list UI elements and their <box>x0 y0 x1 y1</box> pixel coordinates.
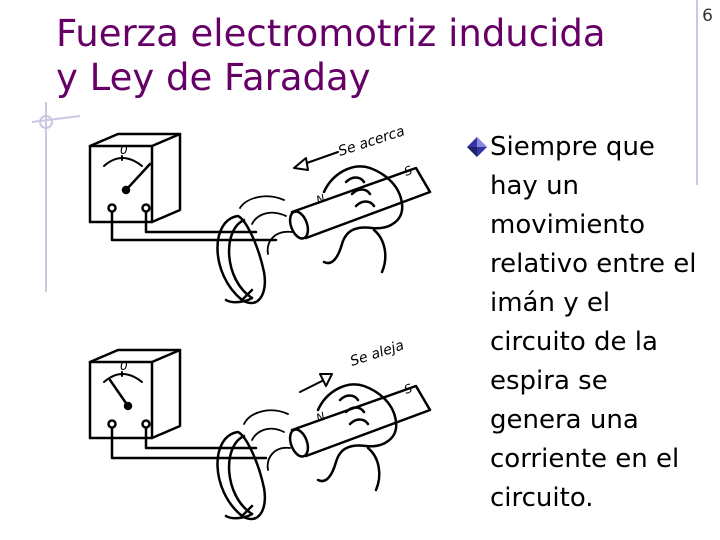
slide-title: Fuerza electromotriz inducida y Ley de F… <box>56 12 676 100</box>
caption-se-acerca: Se acerca <box>336 123 406 160</box>
bullet-line: circuito de la <box>490 323 716 362</box>
bullet-line: genera una <box>490 401 716 440</box>
bullet-text: Siempre que hay un movimiento relativo e… <box>490 128 716 518</box>
bullet-line: Siempre que <box>490 128 716 167</box>
title-line-1: Fuerza electromotriz inducida <box>56 12 676 56</box>
bullet-line: movimiento <box>490 206 716 245</box>
faraday-illustration: 0 0 N S N S Se acerca Se aleja <box>56 112 456 540</box>
gauge-zero-top: 0 <box>120 143 128 157</box>
caption-se-aleja: Se aleja <box>348 337 406 369</box>
bullet-line: imán y el <box>490 284 716 323</box>
bullet-line: espira se <box>490 362 716 401</box>
page-number: 6 <box>702 6 713 26</box>
bullet-line: hay un <box>490 167 716 206</box>
bullet-line: relativo entre el <box>490 245 716 284</box>
bullet-line: corriente en el <box>490 440 716 479</box>
diamond-bullet-icon <box>466 136 488 158</box>
bullet-point: Siempre que hay un movimiento relativo e… <box>466 128 716 518</box>
title-line-2: y Ley de Faraday <box>56 56 676 100</box>
gauge-zero-bottom: 0 <box>120 359 128 373</box>
bullet-line: circuito. <box>490 479 716 518</box>
